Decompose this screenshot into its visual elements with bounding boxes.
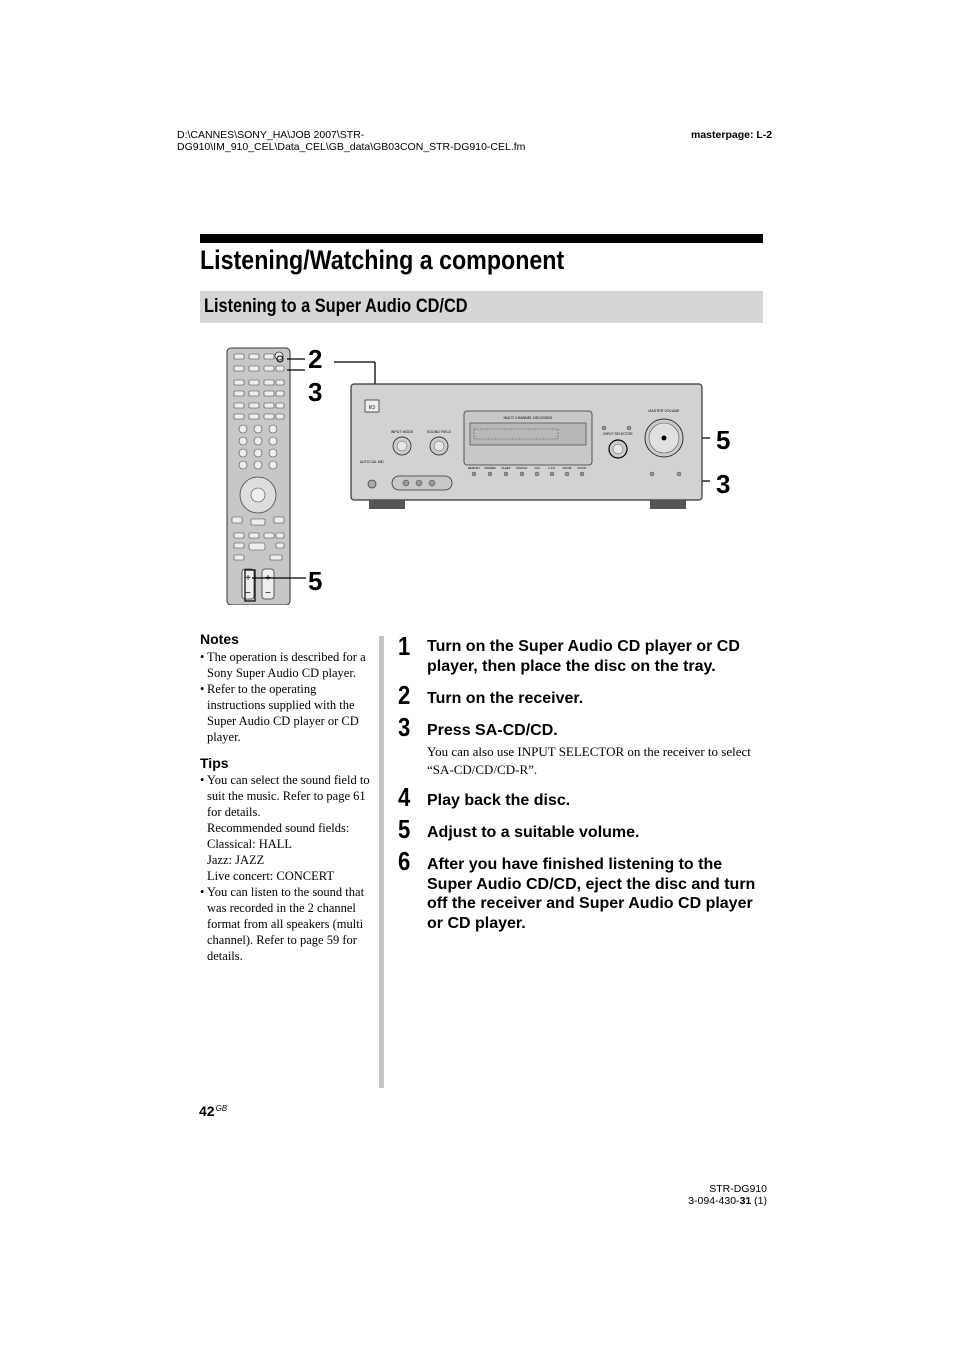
tip-line: Recommended sound fields:	[207, 821, 350, 835]
callout-5-remote: 5	[308, 566, 322, 596]
svg-text:−: −	[245, 588, 251, 599]
step-note: You can also use INPUT SELECTOR on the r…	[427, 744, 751, 777]
callout-3-receiver: 3	[716, 469, 730, 499]
step-number: 3	[398, 712, 411, 742]
masterpage-label: masterpage: L-2	[691, 129, 773, 141]
note-line: instructions supplied with the	[207, 698, 355, 712]
tip-line: suit the music. Refer to page 61	[207, 789, 366, 803]
svg-text:+: +	[245, 573, 251, 584]
auto-cal-label: AUTO CAL MIC	[360, 460, 384, 464]
tip-line: format from all speakers (multi	[207, 917, 364, 931]
file-path-header: D:\CANNES\SONY_HA\JOB 2007\STR-DG910\IM_…	[177, 129, 526, 153]
callout-5-receiver: 5	[716, 425, 730, 455]
master-volume-label: MASTER VOLUME	[648, 409, 680, 413]
receiver-front-panel: I/⏻ MULTI CHANNEL DECODING INPUT MODE SO…	[350, 383, 703, 509]
tip-line: for details.	[207, 805, 261, 819]
tip-item: You can listen to the sound that was rec…	[200, 884, 375, 964]
part-code-bold: 31	[739, 1195, 752, 1207]
notes-heading: Notes	[200, 631, 239, 647]
sidebar-divider	[379, 636, 384, 1088]
note-item: Refer to the operating instructions supp…	[200, 681, 375, 745]
step-number: 5	[398, 814, 411, 844]
2ch-button-label: 2CH	[534, 466, 540, 470]
memory-button-label: MEMORY	[468, 466, 481, 470]
tip-line: Jazz: JAZZ	[207, 853, 265, 867]
illustration-svg: + − + − 2 3 5 5 3 I/⏻	[226, 344, 730, 606]
part-code-suffix: (1)	[751, 1195, 767, 1207]
step-number: 4	[398, 782, 411, 812]
tip-line: details.	[207, 949, 243, 963]
note-line: Sony Super Audio CD player.	[207, 666, 356, 680]
tip-line: was recorded in the 2 channel	[207, 901, 356, 915]
tip-line: Classical: HALL	[207, 837, 293, 851]
step-number: 1	[398, 631, 411, 661]
display-button-label: DISPLAY	[516, 466, 528, 470]
page-number-value: 42	[199, 1103, 215, 1119]
footer-model-info: STR-DG910 3-094-430-31 (1)	[688, 1183, 767, 1207]
tip-line: channel). Refer to page 59 for	[207, 933, 357, 947]
power-button-label: I/⏻	[369, 405, 376, 411]
step-number: 6	[398, 846, 411, 876]
note-line: player.	[207, 730, 241, 744]
movie-button-label: MOVIE	[562, 466, 571, 470]
svg-text:−: −	[265, 588, 271, 599]
callout-3-remote: 3	[308, 377, 322, 407]
page-number: 42GB	[199, 1103, 227, 1119]
step-text: Play back the disc.	[427, 792, 571, 809]
notes-list: The operation is described for a Sony Su…	[200, 649, 375, 745]
tip-item: You can select the sound field to suit t…	[200, 772, 375, 884]
product-illustration: + − + − 2 3 5 5 3 I/⏻	[224, 343, 744, 606]
model-number: STR-DG910	[709, 1183, 767, 1195]
section-subtitle: Listening to a Super Audio CD/CD	[204, 296, 468, 317]
page-title: Listening/Watching a component	[200, 245, 565, 275]
input-mode-label: INPUT MODE	[391, 430, 414, 434]
page-number-suffix: GB	[215, 1104, 228, 1113]
sound-field-label: SOUND FIELD	[427, 430, 452, 434]
music-button-label: MUSIC	[577, 466, 586, 470]
part-code-prefix: 3-094-430-	[688, 1195, 740, 1207]
remote-control-drawing: + − + −	[226, 347, 291, 606]
step-text: After you have finished listening to the…	[427, 856, 756, 932]
tips-heading: Tips	[200, 755, 229, 771]
step-text: Turn on the Super Audio CD player or CD …	[427, 638, 740, 675]
callout-2-remote: 2	[308, 344, 322, 374]
step-number: 2	[398, 680, 411, 710]
note-line: Super Audio CD player or CD	[207, 714, 359, 728]
tips-list: You can select the sound field to suit t…	[200, 772, 375, 964]
sleep-button-label: SLEEP	[501, 466, 510, 470]
step-text: Adjust to a suitable volume.	[427, 824, 640, 841]
tip-line: You can select the sound field to	[207, 773, 370, 787]
dimmer-button-label: DIMMER	[484, 466, 495, 470]
title-rule	[200, 234, 763, 243]
tip-line: You can listen to the sound that	[207, 885, 365, 899]
note-line: Refer to the operating	[207, 682, 317, 696]
step-text: Press SA-CD/CD.	[427, 722, 558, 739]
afd-button-label: A.F.D.	[548, 466, 556, 470]
note-item: The operation is described for a Sony Su…	[200, 649, 375, 681]
note-line: The operation is described for a	[207, 650, 366, 664]
tip-line: Live concert: CONCERT	[207, 869, 334, 883]
step-text: Turn on the receiver.	[427, 690, 584, 707]
display-brand-label: MULTI CHANNEL DECODING	[504, 416, 553, 420]
subtitle-band	[200, 291, 763, 323]
part-code: 3-094-430-31 (1)	[688, 1195, 767, 1207]
input-selector-label: INPUT SELECTOR	[603, 432, 633, 436]
